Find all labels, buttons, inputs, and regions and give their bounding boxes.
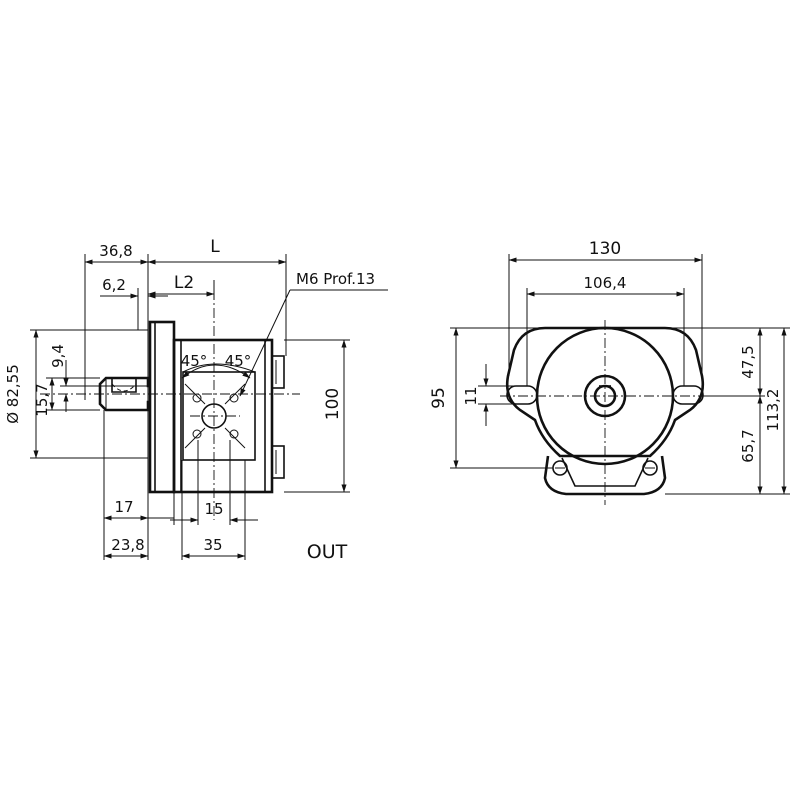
dim-15-7: 15,7 — [33, 383, 51, 416]
dim-106-4: 106,4 — [584, 274, 627, 292]
front-view: 130 106,4 95 11 47,5 65,7 113,2 — [429, 239, 790, 505]
thread-callout: M6 Prof.13 — [296, 270, 375, 288]
dim-47-5: 47,5 — [739, 345, 757, 378]
pump-body — [148, 320, 285, 494]
slot-left — [506, 385, 538, 405]
port-label-out: OUT — [307, 541, 348, 563]
dim-L: L — [210, 237, 220, 257]
dim-6-2: 6,2 — [102, 276, 126, 294]
dim-17: 17 — [114, 498, 133, 516]
dim-36-8: 36,8 — [99, 242, 132, 260]
mounting-flange — [505, 326, 705, 458]
dim-130: 130 — [589, 239, 621, 259]
dim-113-2: 113,2 — [764, 389, 782, 432]
dim-35: 35 — [203, 536, 222, 554]
dim-diameter-82-55: Ø 82,55 — [4, 364, 22, 424]
dim-100: 100 — [323, 388, 343, 420]
dim-15: 15 — [204, 500, 223, 518]
dim-23-8: 23,8 — [111, 536, 144, 554]
dim-65-7: 65,7 — [739, 429, 757, 462]
dim-L2: L2 — [174, 273, 194, 293]
rear-body — [543, 455, 667, 496]
slot-right — [672, 385, 704, 405]
dim-11: 11 — [462, 386, 480, 405]
angle-right: 45° — [225, 352, 252, 370]
dim-9-4: 9,4 — [49, 344, 67, 368]
side-view: 36,8 L 6,2 L2 M6 Prof.13 45° 45° 9,4 Ø 8… — [4, 237, 388, 563]
dim-95: 95 — [429, 387, 449, 409]
outlet-port — [182, 363, 256, 461]
bolt-right — [642, 460, 658, 476]
angle-left: 45° — [181, 352, 208, 370]
